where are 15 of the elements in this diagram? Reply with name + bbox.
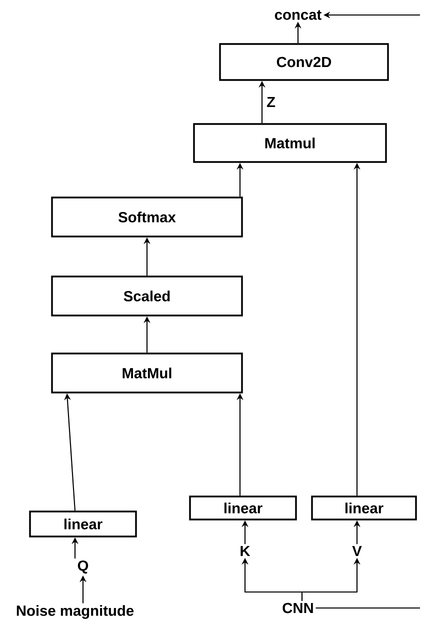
node-label: CNN [282,602,313,614]
process-box: Softmax [51,196,243,238]
node-label: Q [78,560,88,574]
node-label: K [240,546,250,556]
process-box: Conv2D [219,43,389,81]
edge-label: Z [265,96,277,108]
linear-box: linear [311,496,417,520]
linear-box: linear [189,496,297,520]
linear-box: linear [29,510,137,538]
process-box: MatMul [51,352,243,394]
process-box: Matmul [193,123,387,163]
node-label: V [352,546,362,556]
node-label: Noise magnitude [16,605,134,619]
process-box: Scaled [51,276,243,316]
node-label: concat [274,10,322,20]
